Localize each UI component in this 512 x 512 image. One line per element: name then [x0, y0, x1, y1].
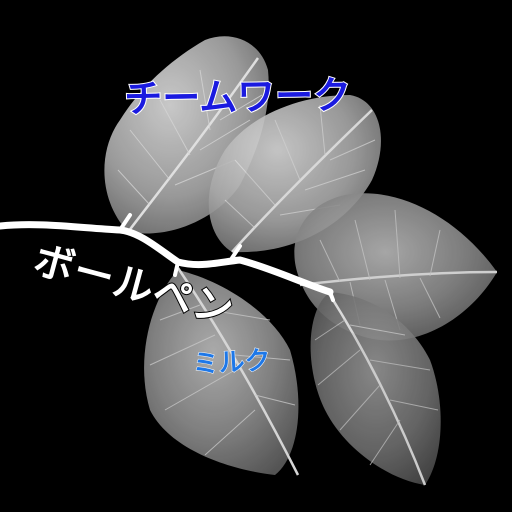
overlay-text-teamwork: チームワーク: [123, 72, 353, 122]
branch-stem: [0, 213, 335, 302]
leaf-bottom-center: [144, 267, 300, 476]
overlay-text-milk: ミルク: [191, 345, 272, 380]
leaf-bottom-right: [310, 291, 441, 486]
